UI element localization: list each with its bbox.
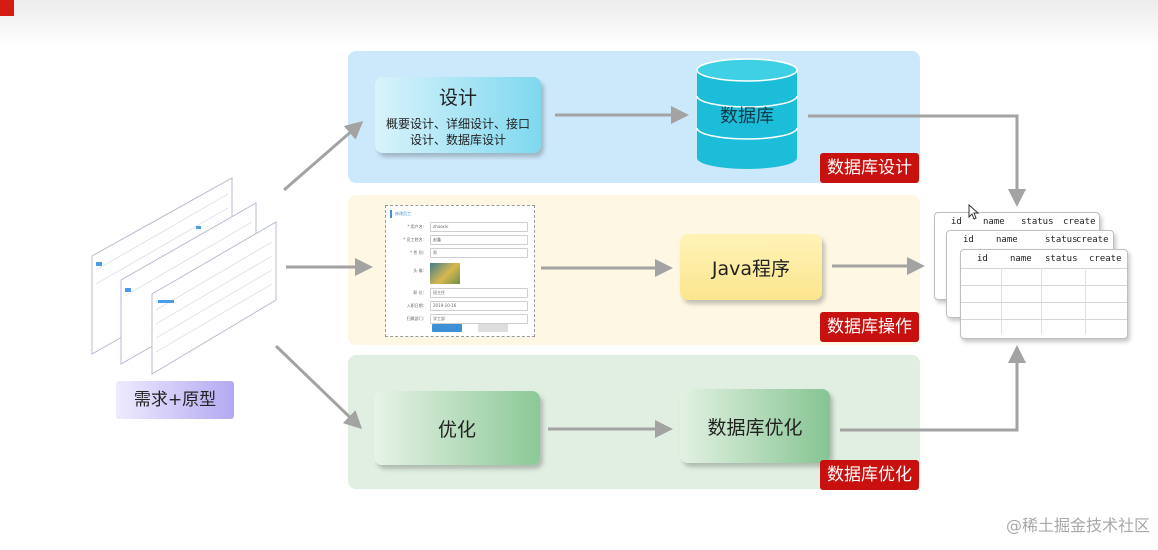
design-title: 设计 xyxy=(438,86,477,109)
tag-database-operation: 数据库操作 xyxy=(820,312,919,342)
tag-database-design: 数据库设计 xyxy=(820,153,919,183)
design-subtitle: 概要设计、详细设计、接口设计、数据库设计 xyxy=(385,116,530,147)
java-program-label: Java程序 xyxy=(711,257,791,280)
connector-db-optimization-to-tables xyxy=(840,345,1026,432)
prototype-label: 需求+原型 xyxy=(116,381,234,419)
column-status: status xyxy=(1045,254,1078,264)
database-optimization-card: 数据库优化 xyxy=(680,389,830,463)
table-card-front: id name status create xyxy=(960,249,1128,339)
optimization-label: 优化 xyxy=(437,418,476,441)
column-name: name xyxy=(1010,254,1032,264)
top-bar xyxy=(0,0,1158,46)
database-optimization-label: 数据库优化 xyxy=(707,416,803,439)
optimization-card: 优化 xyxy=(374,391,540,465)
design-card: 设计 概要设计、详细设计、接口设计、数据库设计 xyxy=(375,77,541,153)
arrow-prototype-to-design xyxy=(283,121,364,192)
watermark: @稀土掘金技术社区 xyxy=(1005,516,1150,535)
corner-mark xyxy=(0,0,14,16)
column-id: id xyxy=(977,254,988,264)
tag-database-optimization: 数据库优化 xyxy=(820,460,919,490)
mouse-cursor-icon xyxy=(968,204,980,220)
avatar-image xyxy=(430,263,460,284)
form-screenshot: 修改员工 * 用户名:zhaoxin * 员工姓名:赵鑫 * 性 别:男 头 像… xyxy=(385,205,535,337)
column-create: create xyxy=(1089,254,1122,264)
java-program-card: Java程序 xyxy=(680,234,822,300)
arrow-prototype-to-optimization xyxy=(274,344,363,430)
prototype-screens xyxy=(91,177,277,375)
database-cylinder xyxy=(696,58,798,169)
connector-database-to-tables xyxy=(808,114,1026,207)
database-label: 数据库 xyxy=(720,106,774,127)
